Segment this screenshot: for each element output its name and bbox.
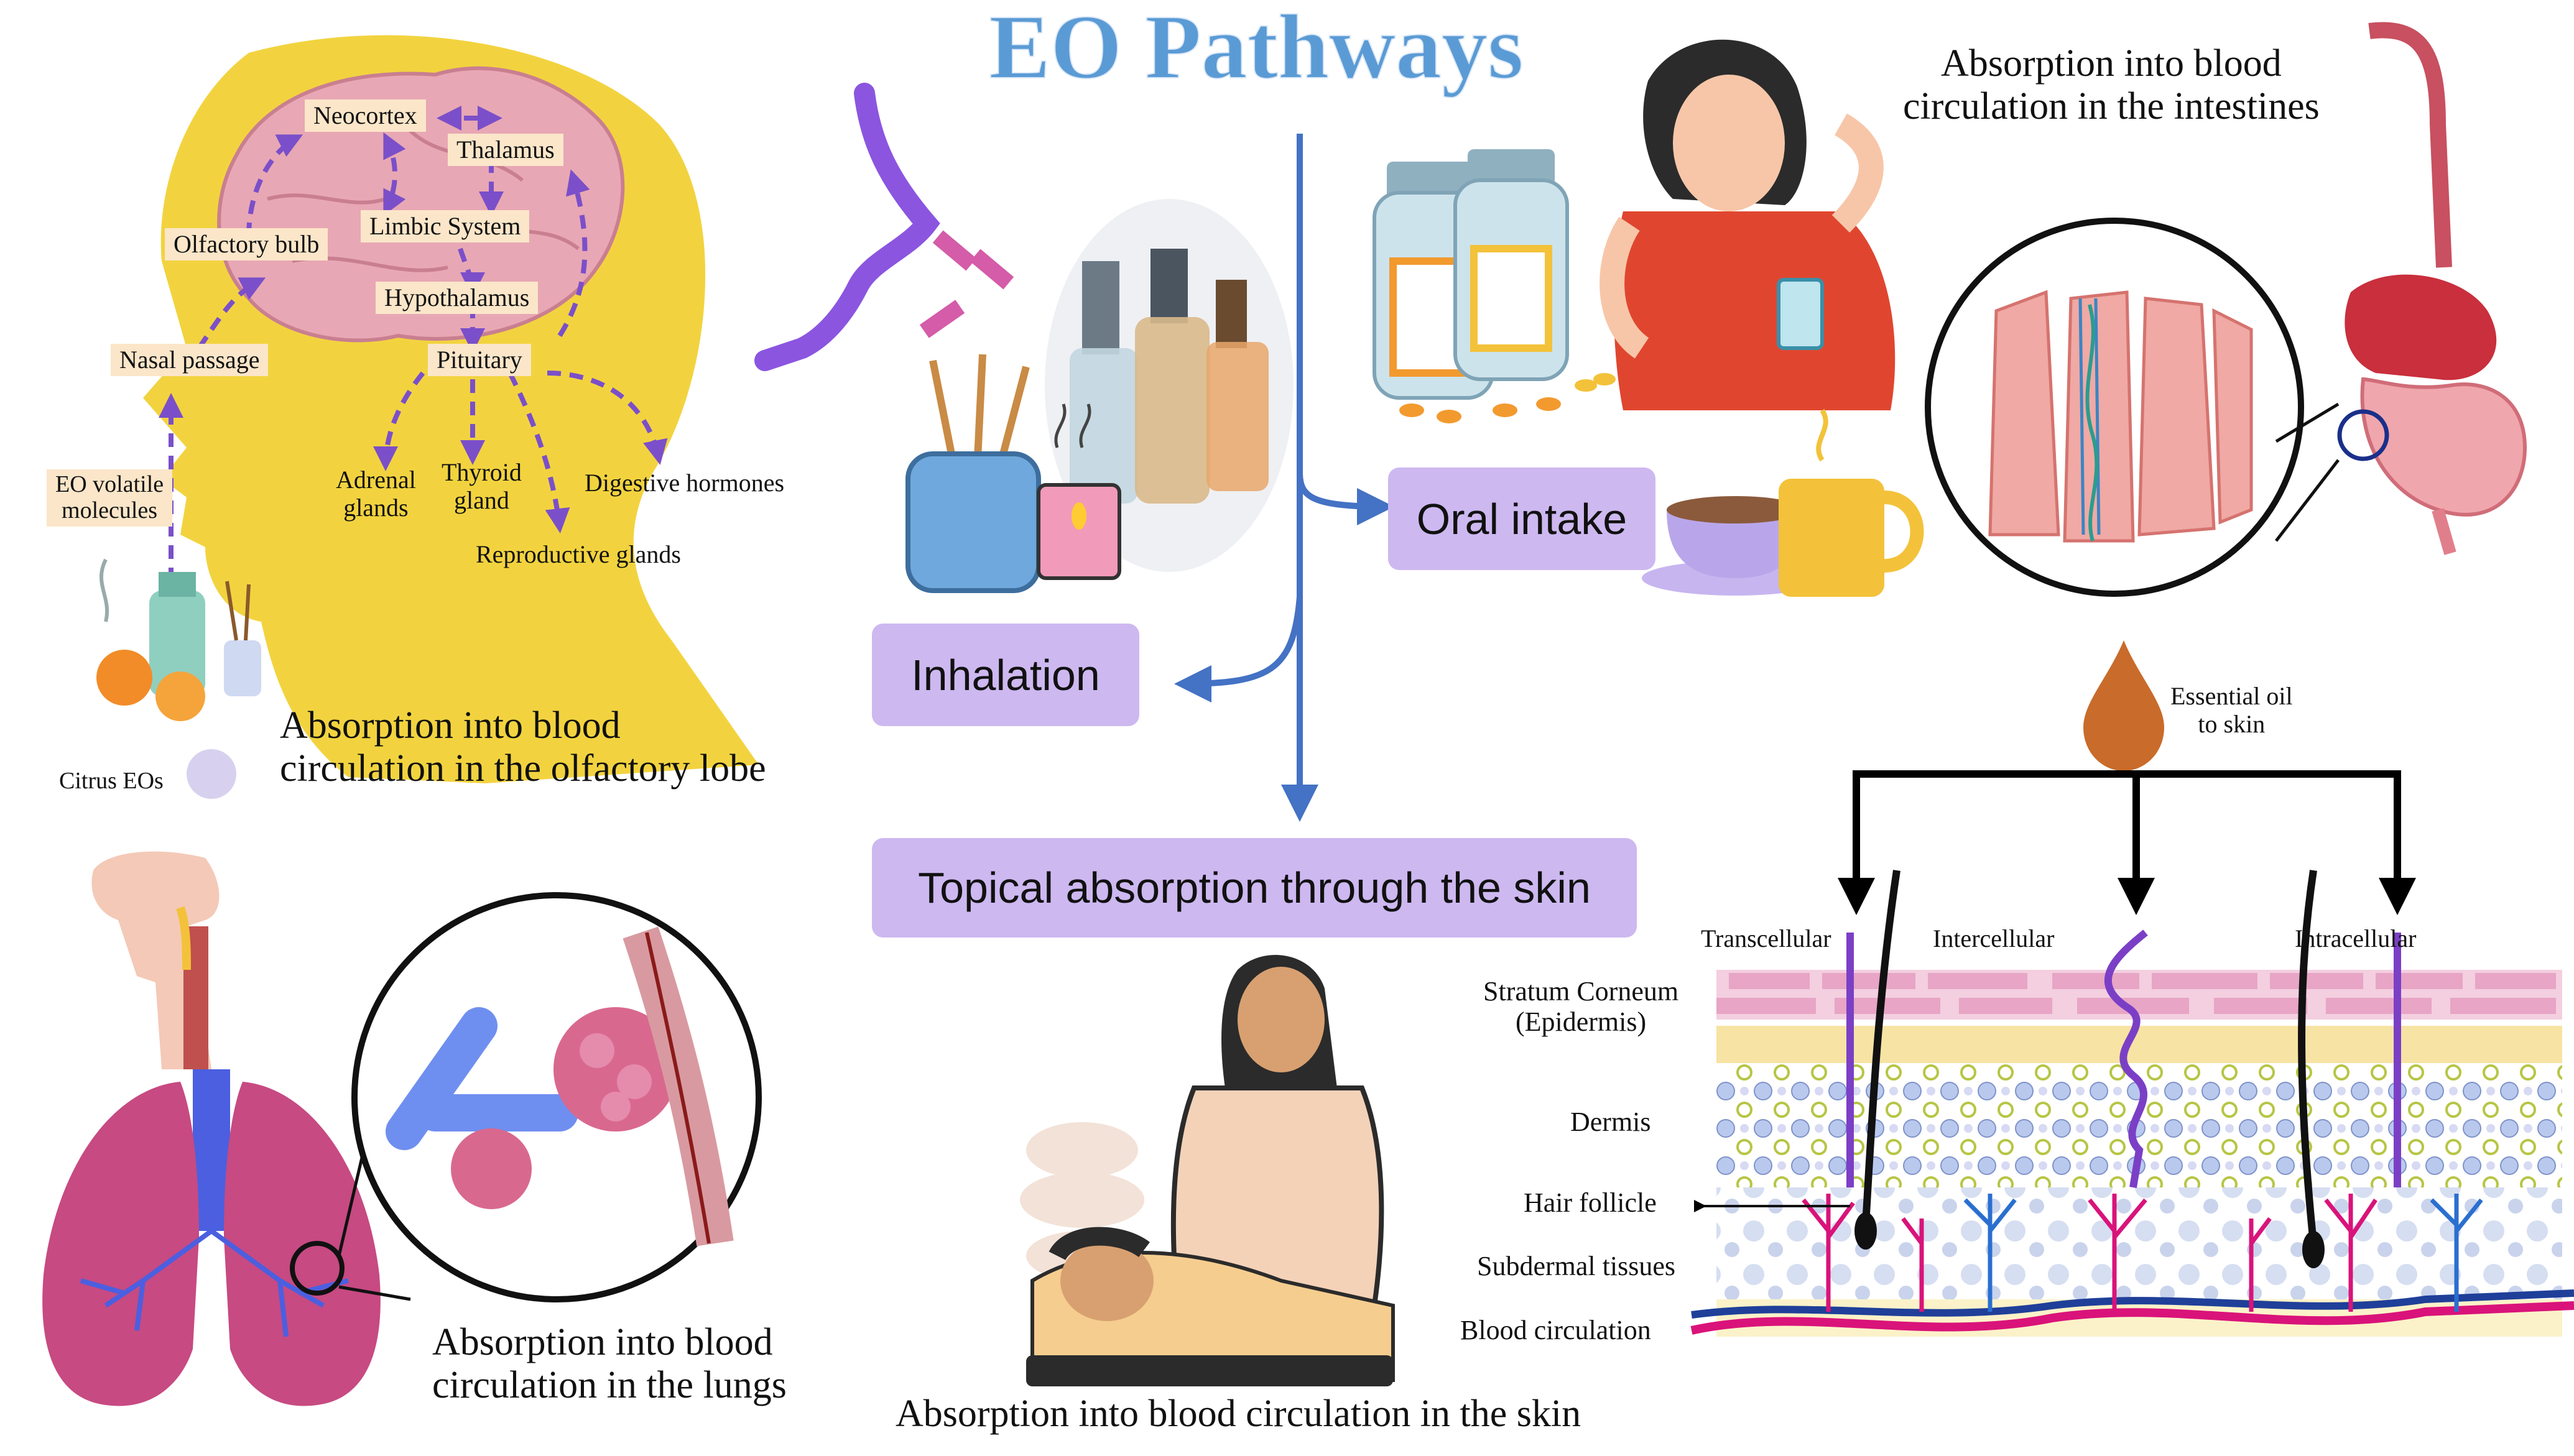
- perfume-bottles-icon: [1045, 199, 1294, 572]
- oil-drop-icon: [2083, 640, 2164, 771]
- label-reproductive-glands: Reproductive glands: [476, 540, 681, 568]
- label-intercellular: Intercellular: [1933, 924, 2055, 952]
- label-stratum-corneum: Stratum Corneum(Epidermis): [1483, 976, 1679, 1038]
- tea-mug-icon: [1779, 408, 1924, 597]
- intestine-villi-circle: [1925, 218, 2304, 597]
- woman-taking-pill-icon: [1599, 39, 1896, 410]
- label-hypothalamus: Hypothalamus: [376, 282, 539, 314]
- label-citrus-eos: Citrus EOs: [59, 768, 164, 794]
- label-limbic-system: Limbic System: [361, 210, 530, 242]
- stomach-intestines-icon: [2337, 274, 2527, 555]
- massage-scene-icon: [1020, 955, 1395, 1386]
- label-intracellular: Intracellular: [2295, 924, 2417, 952]
- citrus-eo-bottles-icon: [96, 558, 261, 799]
- alveoli-icon: [386, 926, 734, 1246]
- label-dermis: Dermis: [1570, 1107, 1651, 1137]
- route-topical: Topical absorption through the skin: [872, 838, 1637, 938]
- nose-profile-icon: [754, 83, 940, 371]
- page-title: EO Pathways: [989, 0, 1523, 98]
- reed-diffuser-icon: [905, 354, 1121, 593]
- label-olfactory-bulb: Olfactory bulb: [165, 228, 328, 260]
- label-nasal-passage: Nasal passage: [111, 344, 269, 376]
- pill-bottles-icon: [1373, 149, 1616, 423]
- route-inhalation: Inhalation: [872, 624, 1139, 726]
- label-subdermal-tissues: Subdermal tissues: [1477, 1251, 1675, 1281]
- head-illustration: [96, 35, 759, 799]
- lungs-illustration: [42, 851, 381, 1406]
- skin-pathway-arrows: [1838, 770, 2416, 915]
- alveoli-circle: [351, 892, 762, 1302]
- nose-illustration: [754, 83, 1014, 371]
- label-blood-circulation: Blood circulation: [1460, 1315, 1651, 1345]
- route-oral-intake: Oral intake: [1388, 468, 1655, 570]
- label-digestive-hormones: Digestive hormones: [585, 469, 785, 497]
- lungs-icon: [42, 1082, 199, 1406]
- route-flow-arrows: [1174, 134, 1394, 822]
- skin-layers-icon: [1690, 870, 2574, 1337]
- label-neocortex: Neocortex: [305, 99, 426, 132]
- label-hair-follicle: Hair follicle: [1524, 1187, 1657, 1218]
- caption-skin: Absorption into blood circulation in the…: [896, 1393, 1581, 1435]
- label-pituitary: Pituitary: [428, 344, 531, 376]
- label-transcellular: Transcellular: [1701, 924, 1831, 952]
- label-thalamus: Thalamus: [448, 134, 563, 166]
